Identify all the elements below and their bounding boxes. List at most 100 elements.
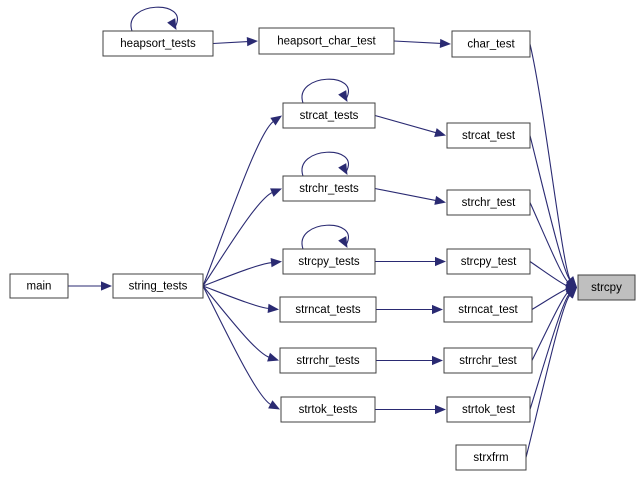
node-heapsort_char_test[interactable]: heapsort_char_test [258,27,395,55]
edge-strchr_tests-to-strchr_test[interactable] [374,187,437,202]
node-strcat_tests[interactable]: strcat_tests [282,102,376,129]
node-strcat_test[interactable]: strcat_test [446,122,531,149]
node-label-main: main [27,281,52,293]
node-box-strncat_test[interactable] [443,296,533,323]
edge-main-to-string_tests-arrowhead-icon [101,281,112,291]
node-label-strncat_tests: strncat_tests [295,304,360,316]
edge-strcpy_tests-to-strcpy_tests-arrowhead-icon [338,236,348,248]
node-box-strcpy_test[interactable] [446,248,531,275]
node-box-main[interactable] [9,273,69,299]
edge-heapsort_char_test-to-char_test[interactable] [393,40,442,45]
node-label-strrchr_tests: strrchr_tests [296,355,360,367]
node-label-strcpy_tests: strcpy_tests [298,256,360,268]
node-label-strtok_tests: strtok_tests [299,404,358,416]
edge-heapsort_tests-to-heapsort_char_test[interactable] [212,41,249,45]
node-string_tests[interactable]: string_tests [112,273,204,299]
edge-string_tests-to-strcat_tests[interactable] [202,120,275,287]
edge-strchr_tests-to-strchr_tests-arrowhead-icon [338,163,348,175]
node-box-strcpy[interactable] [577,274,636,301]
node-label-strchr_test: strchr_test [462,197,516,209]
node-strncat_tests[interactable]: strncat_tests [279,296,377,323]
edge-heapsort_tests-to-heapsort_tests-arrowhead-icon [167,18,177,30]
node-box-strcpy_tests[interactable] [282,248,376,275]
edge-strcpy_tests-to-strcpy_tests[interactable] [301,224,349,250]
node-box-strcat_test[interactable] [446,122,531,149]
edge-strcpy_tests-to-strcpy_test-arrowhead-icon [435,256,446,267]
node-label-char_test: char_test [467,39,515,51]
edge-string_tests-to-strrchr_tests[interactable] [202,285,270,358]
node-strtok_test[interactable]: strtok_test [446,396,531,423]
node-strchr_tests[interactable]: strchr_tests [282,175,376,202]
edge-strcat_tests-to-strcat_tests[interactable] [301,78,349,104]
node-strcpy_test[interactable]: strcpy_test [446,248,531,275]
edge-strncat_tests-to-strncat_test-arrowhead-icon [432,304,443,315]
node-strxfrm[interactable]: strxfrm [455,444,527,471]
node-label-string_tests: string_tests [129,281,188,293]
node-label-strncat_test: strncat_test [458,304,518,316]
node-label-strchr_tests: strchr_tests [299,183,359,195]
edge-strchr_test-to-strcpy[interactable] [529,202,569,283]
node-strcpy[interactable]: strcpy [577,274,636,301]
node-box-string_tests[interactable] [112,273,204,299]
node-heapsort_tests[interactable]: heapsort_tests [102,30,214,57]
edge-strcat_tests-to-strcat_test-arrowhead-icon [434,128,446,137]
node-box-strchr_tests[interactable] [282,175,376,202]
edge-heapsort_tests-to-heapsort_tests[interactable] [130,6,178,32]
node-char_test[interactable]: char_test [451,30,531,58]
edge-strcat_tests-to-strcat_tests-arrowhead-icon [338,90,348,102]
edge-heapsort_char_test-to-char_test-arrowhead-icon [439,38,451,49]
node-label-heapsort_tests: heapsort_tests [120,38,196,50]
node-label-strcat_tests: strcat_tests [300,110,359,122]
edge-strchr_tests-to-strchr_test-arrowhead-icon [434,195,446,205]
edge-strrchr_test-to-strcpy[interactable] [531,291,569,361]
edge-strxfrm-to-strcpy-arrowhead-icon [566,287,577,299]
edge-string_tests-to-strrchr_tests-arrowhead-icon [267,352,279,362]
node-label-strrchr_test: strrchr_test [459,355,517,367]
edge-string_tests-to-strncat_tests[interactable] [202,285,270,310]
node-box-strrchr_tests[interactable] [279,347,377,374]
node-label-strcpy_test: strcpy_test [461,256,517,268]
edge-strncat_test-to-strcpy[interactable] [531,288,568,310]
edge-strxfrm-to-strcpy[interactable] [525,294,571,458]
node-strchr_test[interactable]: strchr_test [446,189,531,216]
edge-string_tests-to-strtok_tests[interactable] [202,285,272,406]
node-box-heapsort_tests[interactable] [102,30,214,57]
edge-strtok_tests-to-strtok_test-arrowhead-icon [435,404,446,415]
edge-string_tests-to-strcat_tests-arrowhead-icon [270,115,282,126]
node-box-strchr_test[interactable] [446,189,531,216]
node-strncat_test[interactable]: strncat_test [443,296,533,323]
edge-heapsort_tests-to-heapsort_char_test-arrowhead-icon [246,37,258,47]
edge-layer [68,6,577,458]
node-box-char_test[interactable] [451,30,531,58]
node-layer: main string_tests heapsort_tests heapsort_c… [9,27,636,471]
edge-strcpy_test-to-strcpy[interactable] [529,261,568,287]
node-box-strtok_tests[interactable] [280,396,376,423]
node-label-strtok_test: strtok_test [462,404,516,416]
edge-strcat_test-to-strcpy[interactable] [529,135,571,281]
edge-strtok_test-to-strcpy[interactable] [529,293,570,410]
edge-strrchr_tests-to-strrchr_test-arrowhead-icon [432,355,443,366]
node-box-strncat_tests[interactable] [279,296,377,323]
node-box-strtok_test[interactable] [446,396,531,423]
node-label-strxfrm: strxfrm [473,452,508,464]
edge-string_tests-to-strtok_tests-arrowhead-icon [268,400,280,410]
node-label-heapsort_char_test: heapsort_char_test [277,36,376,48]
edge-char_test-to-strcpy[interactable] [529,43,571,281]
node-box-strcat_tests[interactable] [282,102,376,129]
node-strrchr_test[interactable]: strrchr_test [443,347,533,374]
node-strcpy_tests[interactable]: strcpy_tests [282,248,376,275]
edge-strchr_tests-to-strchr_tests[interactable] [301,151,349,177]
node-box-strxfrm[interactable] [455,444,527,471]
edge-string_tests-to-strchr_tests-arrowhead-icon [270,188,282,197]
node-box-strrchr_test[interactable] [443,347,533,374]
edge-strcat_tests-to-strcat_test[interactable] [374,114,437,134]
edge-string_tests-to-strcpy_tests-arrowhead-icon [270,258,282,268]
edge-string_tests-to-strcpy_tests[interactable] [202,261,273,287]
node-strrchr_tests[interactable]: strrchr_tests [279,347,377,374]
node-box-heapsort_char_test[interactable] [258,27,395,55]
node-strtok_tests[interactable]: strtok_tests [280,396,376,423]
edge-string_tests-to-strncat_tests-arrowhead-icon [267,303,279,313]
edge-string_tests-to-strchr_tests[interactable] [202,191,273,287]
node-main[interactable]: main [9,273,69,299]
